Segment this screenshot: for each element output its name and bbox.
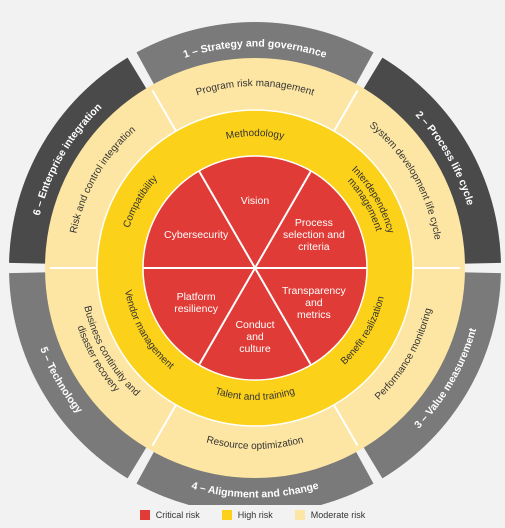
high-ring-border <box>96 109 414 427</box>
ring-divider <box>151 404 177 447</box>
legend-item-critical: Critical risk <box>139 510 200 520</box>
legend-item-moderate: Moderate risk <box>294 510 366 520</box>
ring-divider <box>151 89 177 132</box>
core-divider <box>254 170 312 269</box>
legend-item-high: High risk <box>221 510 273 520</box>
core-divider <box>198 267 256 366</box>
legend: Critical risk High risk Moderate risk <box>0 505 505 525</box>
legend-label-critical: Critical risk <box>155 510 200 520</box>
core-divider <box>198 170 256 269</box>
legend-label-high: High risk <box>237 510 273 520</box>
high-label-1: Methodology <box>225 128 285 142</box>
core-label-1: Vision <box>241 195 270 207</box>
legend-swatch-critical <box>139 510 150 520</box>
core-divider <box>254 267 312 366</box>
legend-label-moderate: Moderate risk <box>310 510 366 520</box>
ring-divider <box>333 89 359 132</box>
high-label-4: Talent and training <box>214 386 296 403</box>
legend-swatch-moderate <box>294 510 305 520</box>
legend-swatch-high <box>221 510 232 520</box>
core-border <box>142 155 368 381</box>
outer-segment-1 <box>136 21 374 89</box>
ring-divider <box>333 404 359 447</box>
core-label-6: Cybersecurity <box>164 229 229 241</box>
